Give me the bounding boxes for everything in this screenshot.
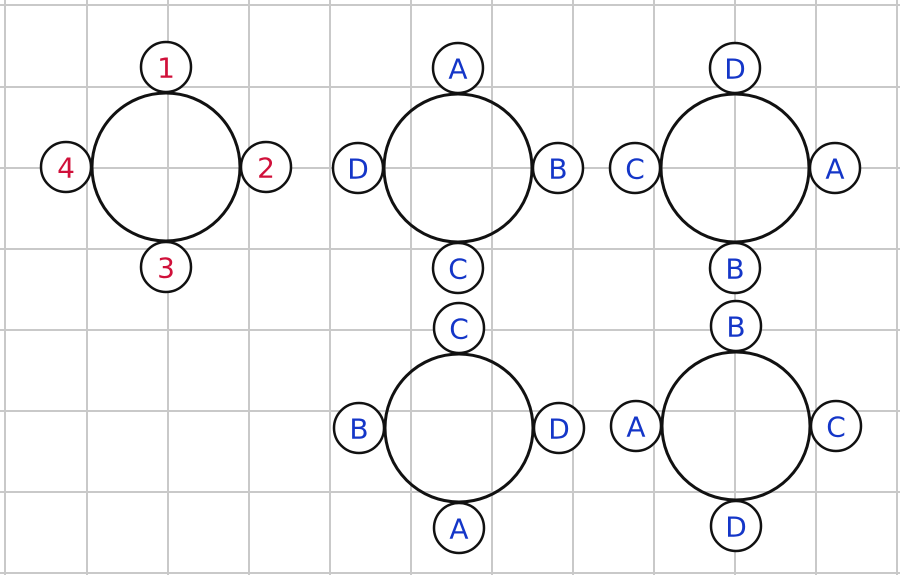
seat-circle [709,299,763,353]
seat-label: D [724,53,746,86]
table-arrangement-2: D A B C [608,41,862,295]
seat-circle [139,240,193,294]
seat-circle [608,141,662,195]
seat-circle [431,241,485,295]
seat-circle [332,401,386,455]
seat-circle [532,401,586,455]
seat-label: A [449,513,468,546]
table-arrangement-3: C D A B [332,301,586,555]
seat-label: D [548,413,570,446]
seat-circle [708,41,762,95]
seat-bottom: A [432,501,486,555]
seat-bottom: B [708,241,762,295]
seat-circle [431,41,485,95]
seat-circle [709,499,763,553]
seat-label: D [725,511,747,544]
seat-circle [432,301,486,355]
table-arrangement-4: B C D A [609,299,863,553]
seat-left: D [331,141,385,195]
seat-bottom: 3 [139,240,193,294]
seat-label: C [826,411,846,444]
seat-label: B [548,153,567,186]
seat-label: A [448,53,467,86]
seat-circle [432,501,486,555]
seat-label: A [825,153,844,186]
table-arrangement-1: A B C D [331,41,585,295]
seat-label: B [349,413,368,446]
seat-top: D [708,41,762,95]
seat-circle [808,141,862,195]
seat-circle [531,141,585,195]
seat-top: 1 [139,40,193,94]
seat-left: C [608,141,662,195]
seat-label: 3 [157,252,175,285]
seat-circle [809,399,863,453]
seat-right: 2 [239,140,293,194]
seat-circle [609,399,663,453]
seat-bottom: D [709,499,763,553]
seat-right: C [809,399,863,453]
seat-label: A [626,411,645,444]
seat-label: D [347,153,369,186]
seat-left: A [609,399,663,453]
seat-bottom: C [431,241,485,295]
seat-top: A [431,41,485,95]
seat-circle [39,140,93,194]
seat-label: 1 [157,52,175,85]
seat-top: C [432,301,486,355]
seat-right: A [808,141,862,195]
seat-circle [708,241,762,295]
seat-label: C [625,153,645,186]
seat-circle [139,40,193,94]
seat-label: 2 [257,152,275,185]
seat-left: B [332,401,386,455]
seat-right: B [531,141,585,195]
seat-label: C [449,313,469,346]
seat-left: 4 [39,140,93,194]
seat-label: B [725,253,744,286]
seat-label: C [448,253,468,286]
seat-circle [331,141,385,195]
seat-top: B [709,299,763,353]
seat-right: D [532,401,586,455]
seat-circle [239,140,293,194]
seat-label: B [726,311,745,344]
table-numbered: 1 2 3 4 [39,40,293,294]
seat-label: 4 [57,152,75,185]
